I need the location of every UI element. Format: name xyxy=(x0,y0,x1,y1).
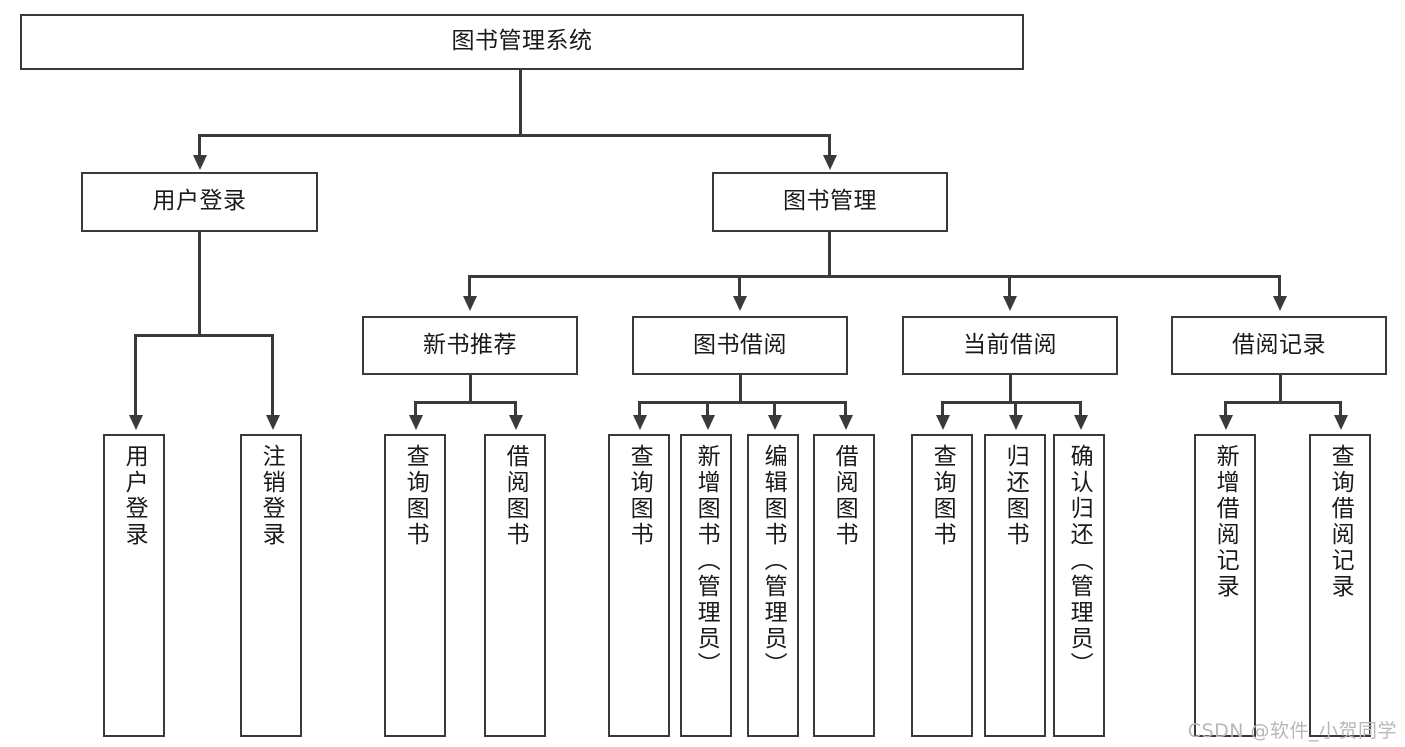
node-label: 借阅图书 xyxy=(502,444,529,548)
arrowhead-userlogin-leaf-1 xyxy=(128,415,143,430)
connector-bookmanage-drop-1 xyxy=(468,275,471,297)
node-label: 归还图书 xyxy=(1002,444,1029,548)
node-label: 新书推荐 xyxy=(423,331,517,358)
connector-newbook-stem xyxy=(469,375,472,404)
node-label: 编辑图书（管理员） xyxy=(760,444,787,678)
arrowhead-bookborrow-leaf-1 xyxy=(632,415,647,430)
arrowhead-currentborrow-leaf-1 xyxy=(935,415,950,430)
node-label: 注销登录 xyxy=(258,444,285,548)
connector-currentborrow-drop-1 xyxy=(941,401,944,416)
node-borrow-record[interactable]: 借阅记录 xyxy=(1171,316,1387,375)
arrowhead-userlogin-leaf-2 xyxy=(265,415,280,430)
connector-bookborrow-drop-2 xyxy=(706,401,709,416)
connector-borrowrecord-drop-1 xyxy=(1224,401,1227,416)
arrowhead-borrowrecord-leaf-2 xyxy=(1333,415,1348,430)
arrowhead-bookmanage-child-2 xyxy=(732,296,747,311)
node-label: 借阅图书 xyxy=(831,444,858,548)
arrowhead-currentborrow-leaf-2 xyxy=(1008,415,1023,430)
connector-userlogin-drop-2 xyxy=(271,334,274,416)
node-leaf-query-book-current[interactable]: 查询图书 xyxy=(911,434,973,737)
connector-root-to-bookmanage xyxy=(828,134,831,156)
csdn-watermark: CSDN @软件_小贺同学 xyxy=(1187,720,1397,742)
arrowhead-bookmanage-child-4 xyxy=(1272,296,1287,311)
node-label: 用户登录 xyxy=(152,188,247,215)
node-label: 当前借阅 xyxy=(963,331,1057,358)
node-leaf-edit-book-admin[interactable]: 编辑图书（管理员） xyxy=(747,434,799,737)
node-leaf-user-logout[interactable]: 注销登录 xyxy=(240,434,302,737)
node-leaf-add-book-admin[interactable]: 新增图书（管理员） xyxy=(680,434,732,737)
connector-bookborrow-drop-1 xyxy=(638,401,641,416)
connector-borrowrecord-stem xyxy=(1279,375,1282,404)
connector-bookmanage-bus xyxy=(468,275,1280,278)
arrowhead-bookmanage-child-3 xyxy=(1002,296,1017,311)
connector-userlogin-bus xyxy=(134,334,271,337)
node-label: 新增借阅记录 xyxy=(1212,444,1239,600)
connector-bookborrow-drop-4 xyxy=(844,401,847,416)
arrowhead-bookborrow-leaf-3 xyxy=(767,415,782,430)
node-label: 查询图书 xyxy=(402,444,429,548)
connector-bookborrow-stem xyxy=(739,375,742,404)
connector-userlogin-stem xyxy=(198,232,201,336)
node-leaf-query-book-newbook[interactable]: 查询图书 xyxy=(384,434,446,737)
arrowhead-root-to-bookmanage xyxy=(822,155,837,170)
arrowhead-bookborrow-leaf-2 xyxy=(700,415,715,430)
arrowhead-newbook-leaf-1 xyxy=(408,415,423,430)
arrowhead-newbook-leaf-2 xyxy=(508,415,523,430)
node-book-borrow[interactable]: 图书借阅 xyxy=(632,316,848,375)
node-leaf-borrow-book[interactable]: 借阅图书 xyxy=(813,434,875,737)
node-label: 图书管理系统 xyxy=(451,28,593,55)
connector-borrowrecord-bus xyxy=(1224,401,1340,404)
connector-newbook-drop-1 xyxy=(414,401,417,416)
connector-bookborrow-drop-3 xyxy=(773,401,776,416)
node-label: 图书管理 xyxy=(783,188,877,215)
connector-root-stem xyxy=(519,70,522,136)
node-label: 用户登录 xyxy=(121,444,148,548)
node-leaf-borrow-book-newbook[interactable]: 借阅图书 xyxy=(484,434,546,737)
arrowhead-bookmanage-child-1 xyxy=(462,296,477,311)
connector-currentborrow-bus xyxy=(941,401,1079,404)
arrowhead-borrowrecord-leaf-1 xyxy=(1218,415,1233,430)
connector-newbook-drop-2 xyxy=(514,401,517,416)
node-leaf-user-login[interactable]: 用户登录 xyxy=(103,434,165,737)
node-leaf-return-book[interactable]: 归还图书 xyxy=(984,434,1046,737)
node-label: 确认归还（管理员） xyxy=(1066,444,1093,678)
connector-newbook-bus xyxy=(414,401,515,404)
node-label: 图书借阅 xyxy=(693,331,787,358)
connector-currentborrow-stem xyxy=(1009,375,1012,404)
connector-root-bus xyxy=(198,134,831,137)
node-label: 借阅记录 xyxy=(1232,331,1326,358)
arrowhead-currentborrow-leaf-3 xyxy=(1073,415,1088,430)
node-root-system[interactable]: 图书管理系统 xyxy=(20,14,1024,70)
node-label: 查询图书 xyxy=(626,444,653,548)
node-user-login[interactable]: 用户登录 xyxy=(81,172,318,232)
connector-root-to-userlogin xyxy=(198,134,201,156)
node-leaf-query-borrow-record[interactable]: 查询借阅记录 xyxy=(1309,434,1371,737)
connector-bookborrow-bus xyxy=(638,401,845,404)
node-label: 查询借阅记录 xyxy=(1327,444,1354,600)
node-label: 新增图书（管理员） xyxy=(693,444,720,678)
node-leaf-confirm-return-admin[interactable]: 确认归还（管理员） xyxy=(1053,434,1105,737)
arrowhead-root-to-userlogin xyxy=(192,155,207,170)
connector-bookmanage-drop-4 xyxy=(1278,275,1281,297)
connector-bookmanage-stem xyxy=(828,232,831,278)
connector-bookmanage-drop-2 xyxy=(738,275,741,297)
node-label: 查询图书 xyxy=(929,444,956,548)
node-leaf-add-borrow-record[interactable]: 新增借阅记录 xyxy=(1194,434,1256,737)
connector-borrowrecord-drop-2 xyxy=(1339,401,1342,416)
node-current-borrow[interactable]: 当前借阅 xyxy=(902,316,1118,375)
node-leaf-query-book-borrow[interactable]: 查询图书 xyxy=(608,434,670,737)
node-new-book-recommend[interactable]: 新书推荐 xyxy=(362,316,578,375)
connector-currentborrow-drop-2 xyxy=(1014,401,1017,416)
arrowhead-bookborrow-leaf-4 xyxy=(838,415,853,430)
connector-userlogin-drop-1 xyxy=(134,334,137,416)
connector-bookmanage-drop-3 xyxy=(1008,275,1011,297)
connector-currentborrow-drop-3 xyxy=(1079,401,1082,416)
node-book-manage[interactable]: 图书管理 xyxy=(712,172,948,232)
